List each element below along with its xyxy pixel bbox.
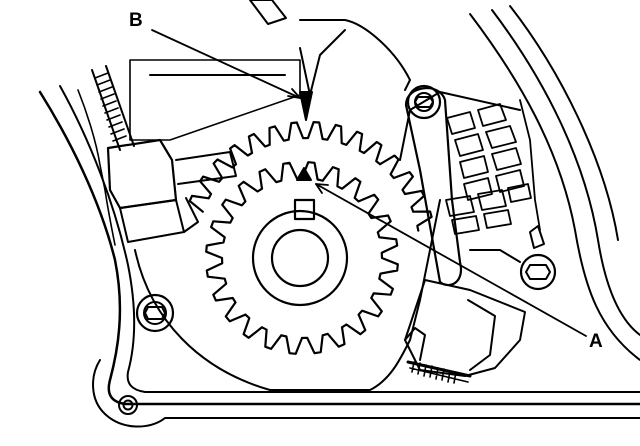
crankshaft-hub [253, 200, 347, 305]
upper-sprocket-teeth [190, 122, 432, 231]
upper-cover [300, 20, 410, 95]
adjust-slot [530, 226, 544, 248]
engine-block-outline [40, 86, 640, 427]
callout-label-a: A [589, 331, 603, 352]
sensor-connector [108, 60, 300, 242]
crank-sprocket-teeth [206, 162, 398, 354]
crankshaft-sprocket [206, 162, 398, 354]
right-bolt [470, 250, 555, 289]
pointer-mark-a [297, 168, 311, 180]
callout-label-b: B [129, 10, 143, 31]
pointer-mark-b [300, 92, 312, 120]
wire-harness [78, 66, 134, 245]
ribbed-pad [446, 100, 540, 234]
lower-bracket [405, 280, 525, 383]
left-bolt [137, 295, 173, 331]
leader-line-a [316, 184, 586, 336]
drive-plate [135, 92, 520, 390]
upper-sprocket [190, 122, 432, 231]
right-cover-outline [250, 0, 640, 360]
leader-line-b [152, 30, 300, 98]
mounting-ear [119, 396, 137, 414]
